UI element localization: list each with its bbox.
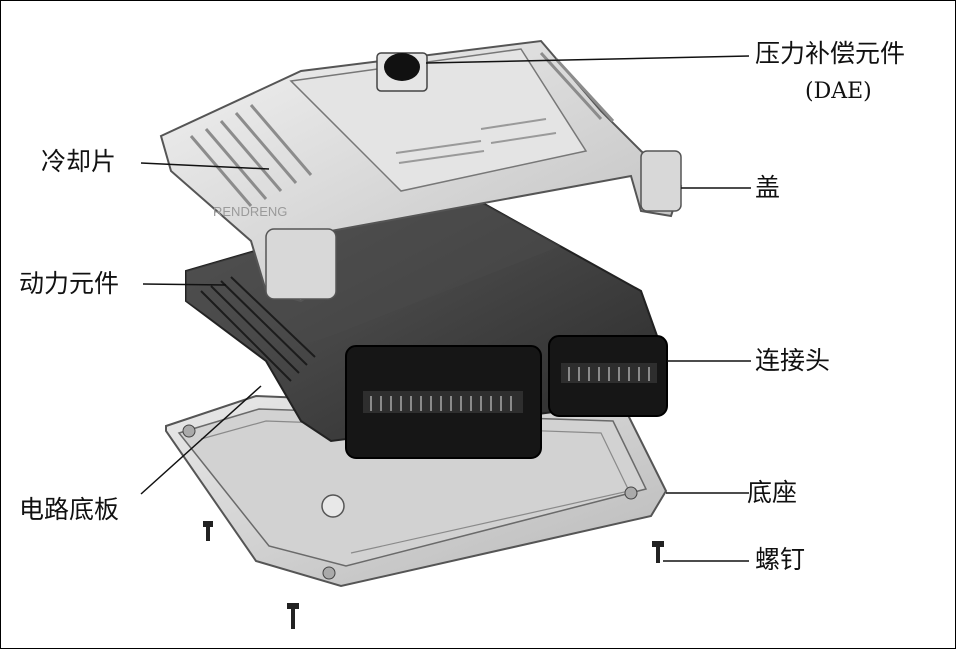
leader-cooling-fin	[140, 162, 270, 170]
label-pressure-comp: 压力补偿元件	[755, 39, 906, 68]
label-power-element: 动力元件	[19, 269, 120, 298]
screw-3	[287, 603, 299, 629]
pressure-compensation-element	[376, 52, 428, 92]
watermark: RENDRENG	[213, 204, 287, 219]
leader-circuit-board	[140, 385, 262, 495]
leader-lines	[140, 55, 751, 562]
label-circuit-board: 电路底板	[19, 495, 120, 524]
label-connector: 连接头	[755, 346, 831, 375]
leader-power-element	[142, 283, 227, 286]
connector-blocks	[345, 335, 668, 459]
screw-1	[203, 521, 213, 541]
label-pressure-comp-abbr: (DAE)	[805, 79, 872, 104]
screw-2	[652, 541, 664, 563]
ecu-body	[185, 189, 668, 459]
label-cooling-fin: 冷却片	[41, 147, 117, 176]
power-element-fins	[200, 276, 316, 382]
cooling-fins	[189, 51, 615, 207]
label-cover: 盖	[755, 173, 781, 202]
cover-mount-bracket	[265, 228, 337, 300]
base-mount-boss	[321, 494, 345, 518]
cover: RENDRENG	[159, 39, 683, 303]
label-base: 底座	[747, 478, 798, 507]
screw-parts	[203, 521, 664, 629]
leader-pressure-comp	[425, 55, 750, 64]
label-screw: 螺钉	[755, 545, 806, 574]
